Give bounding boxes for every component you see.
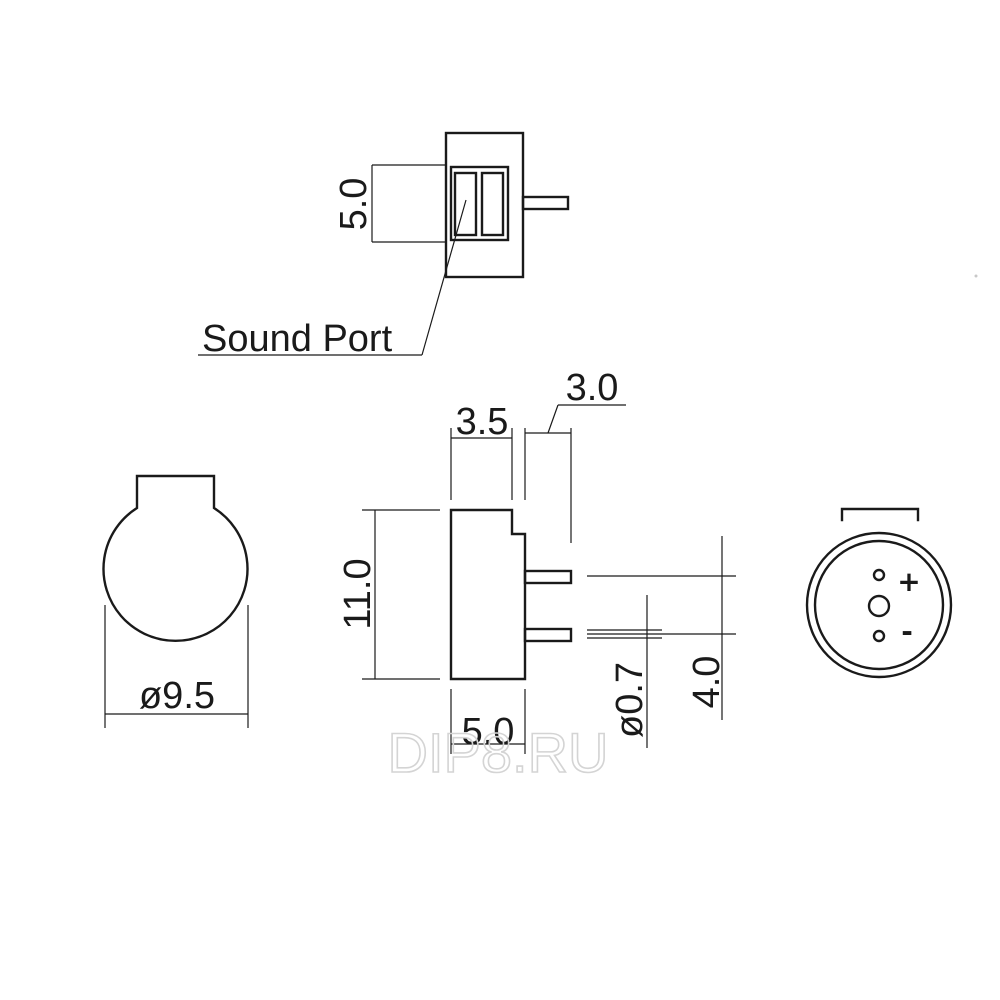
- sound-port-label: Sound Port: [202, 318, 393, 360]
- top-view-body: [444, 131, 525, 279]
- pin-positive-label: +: [897, 565, 920, 598]
- dim-width-35-label: 3.5: [456, 401, 509, 443]
- top-view-pin: [521, 195, 570, 211]
- sound-port-left: [453, 171, 478, 237]
- dim-30-leader: [547, 404, 559, 434]
- side-view-body: [449, 508, 527, 681]
- top-view-port-frame: [449, 165, 510, 242]
- stray-mark: [974, 274, 978, 278]
- back-view-inner-ring: [813, 539, 945, 671]
- dim-pin-dia-label: ø0.7: [609, 662, 651, 738]
- pin-hole-positive: [872, 568, 886, 582]
- front-view: ø9.5: [102, 474, 249, 728]
- dim-depth-label: 5.0: [462, 711, 515, 753]
- dim-height-11-label: 11.0: [337, 558, 379, 629]
- pin-hole-negative: [872, 629, 886, 643]
- back-view: + -: [805, 507, 953, 679]
- sound-port-right: [480, 171, 505, 237]
- dim-top-height-label: 5.0: [333, 178, 375, 231]
- dim-pin-offset-label: 3.0: [566, 367, 619, 409]
- back-view-tab: [840, 507, 920, 522]
- top-view: 5.0 Sound Port: [198, 131, 570, 360]
- center-hole: [867, 594, 891, 618]
- dim-pin-pitch-label: 4.0: [686, 656, 728, 709]
- watermark: DIP8.RU: [388, 721, 609, 784]
- side-view-pin-upper: [523, 569, 573, 585]
- back-view-outer-ring: [805, 531, 953, 679]
- side-view-pin-lower: [523, 627, 573, 643]
- front-view-outline: [102, 474, 249, 642]
- dim-diameter-label: ø9.5: [139, 675, 215, 717]
- side-view: 3.5 3.0 11.0 5.0 4.0 ø0.7: [337, 367, 736, 754]
- sound-port-leader: [421, 199, 467, 356]
- pin-negative-label: -: [901, 615, 913, 648]
